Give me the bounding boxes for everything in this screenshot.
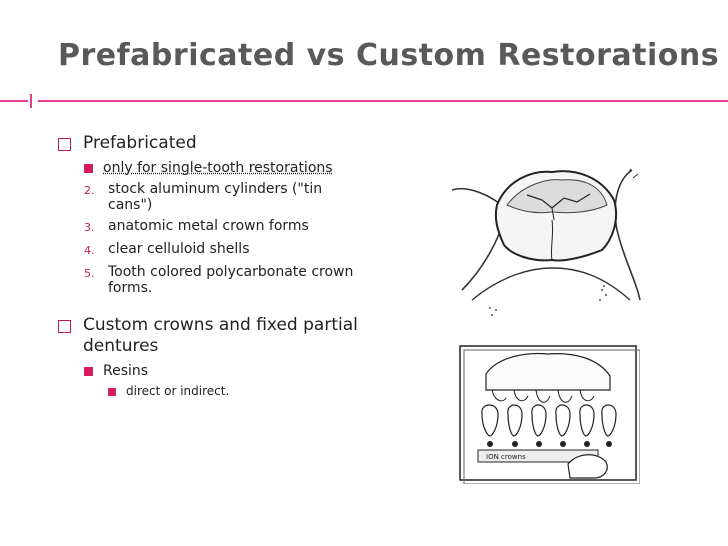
- item-text: Tooth colored polycarbonate crown forms.: [108, 264, 354, 296]
- title-rule: [38, 100, 728, 102]
- bullet-prefabricated: Prefabricated: [58, 133, 358, 154]
- subsub-bullet-direct: direct or indirect.: [108, 384, 358, 399]
- crown-shell-set-drawing: ION crowns: [459, 345, 640, 484]
- bullet-custom: Custom crowns and fixed partial dentures: [58, 315, 358, 357]
- item-number: 3.: [84, 221, 95, 234]
- square-bullet-icon: [84, 367, 93, 376]
- numbered-item: 3. anatomic metal crown forms: [84, 218, 358, 236]
- numbered-item: 2. stock aluminum cylinders ("tin cans"): [84, 181, 358, 213]
- title-rule-tick: [30, 94, 32, 108]
- sub-bullet-resins: Resins: [84, 363, 358, 379]
- item-number: 5.: [84, 267, 95, 280]
- item-text: anatomic metal crown forms: [108, 218, 309, 234]
- sub-bullet-single-tooth: only for single-tooth restorations: [84, 160, 358, 176]
- item-text: clear celluloid shells: [108, 241, 250, 257]
- sub-bullet-single-tooth-text: only for single-tooth restorations: [103, 160, 333, 176]
- hollow-square-bullet-icon: [58, 138, 71, 151]
- bullet-prefabricated-label: Prefabricated: [83, 133, 197, 153]
- sub-bullet-resins-text: Resins: [103, 363, 149, 379]
- item-text: stock aluminum cylinders ("tin cans"): [108, 181, 323, 213]
- subsub-bullet-direct-text: direct or indirect.: [126, 384, 230, 398]
- hollow-square-bullet-icon: [58, 320, 71, 333]
- numbered-item: 5. Tooth colored polycarbonate crown for…: [84, 264, 358, 296]
- tray-caption: ION crowns: [486, 453, 526, 461]
- small-square-bullet-icon: [108, 388, 116, 396]
- tooth-crown-drawing: [452, 150, 642, 320]
- square-bullet-icon: [84, 164, 93, 173]
- item-number: 4.: [84, 244, 95, 257]
- title-rule-left: [0, 100, 28, 102]
- numbered-item: 4. clear celluloid shells: [84, 241, 358, 259]
- bullet-custom-label: Custom crowns and fixed partial dentures: [83, 315, 358, 356]
- item-number: 2.: [84, 184, 95, 197]
- slide-title: Prefabricated vs Custom Restorations: [58, 38, 720, 73]
- bullet-list: Prefabricated only for single-tooth rest…: [58, 133, 358, 399]
